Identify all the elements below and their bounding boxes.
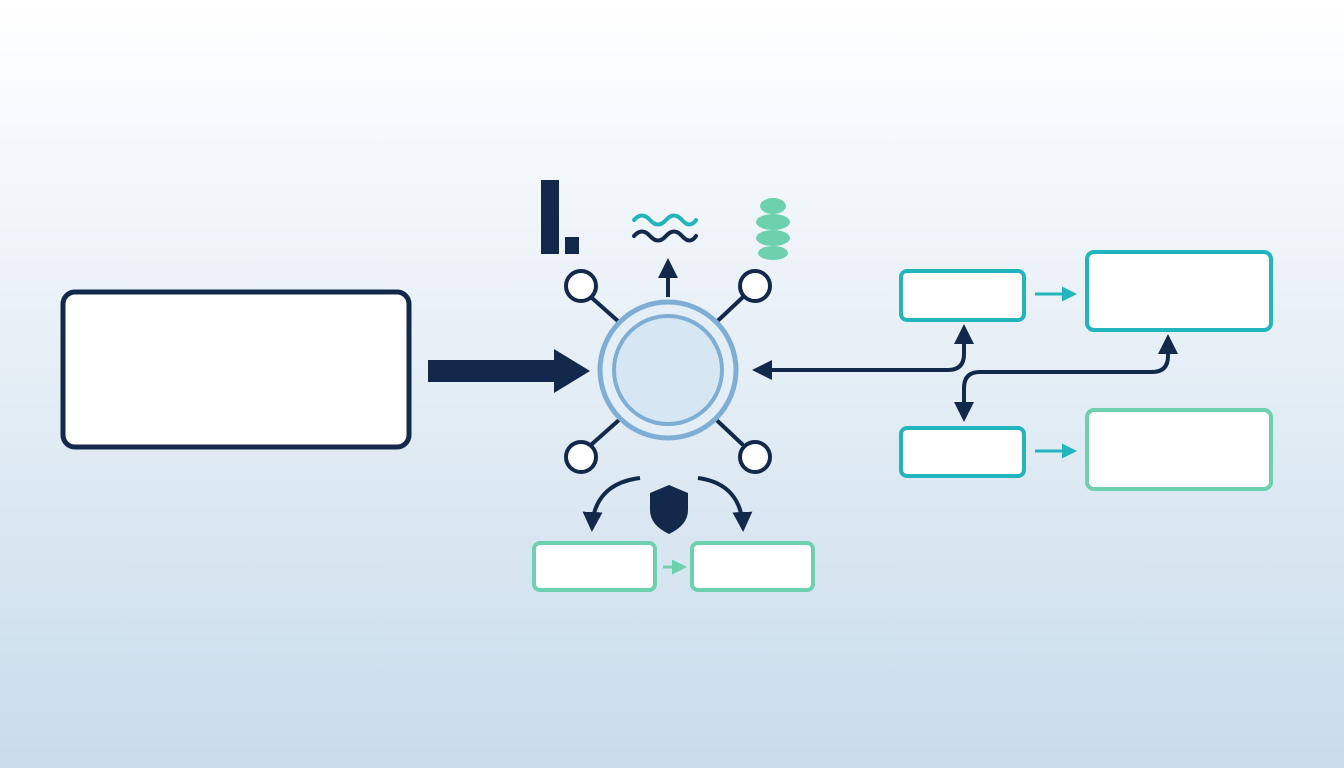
bar-chart-icon — [541, 180, 579, 254]
right-top-small-box — [899, 269, 1026, 322]
spoke-node-bottom-left — [564, 440, 598, 474]
right-top-large-box — [1085, 250, 1273, 332]
curved-arrow-right — [697, 476, 753, 532]
right-bottom-small-box — [899, 426, 1026, 478]
database-stack-icon — [756, 198, 790, 260]
feedback-branch-up — [947, 324, 974, 372]
spoke-node-bottom-right — [738, 440, 772, 474]
source-box — [60, 289, 412, 450]
curved-arrow-left — [582, 476, 641, 532]
spoke-nodes — [564, 269, 772, 474]
cross-connector — [962, 334, 1178, 412]
wave-icon — [632, 213, 698, 243]
shield-icon — [650, 485, 688, 534]
input-arrow — [428, 349, 590, 393]
spoke-node-top-left — [564, 269, 598, 303]
spoke-node-top-right — [738, 269, 772, 303]
bottom-left-box — [532, 541, 657, 592]
right-bottom-large-box — [1085, 408, 1273, 491]
central-hub — [597, 299, 739, 441]
bottom-right-box — [690, 541, 815, 592]
